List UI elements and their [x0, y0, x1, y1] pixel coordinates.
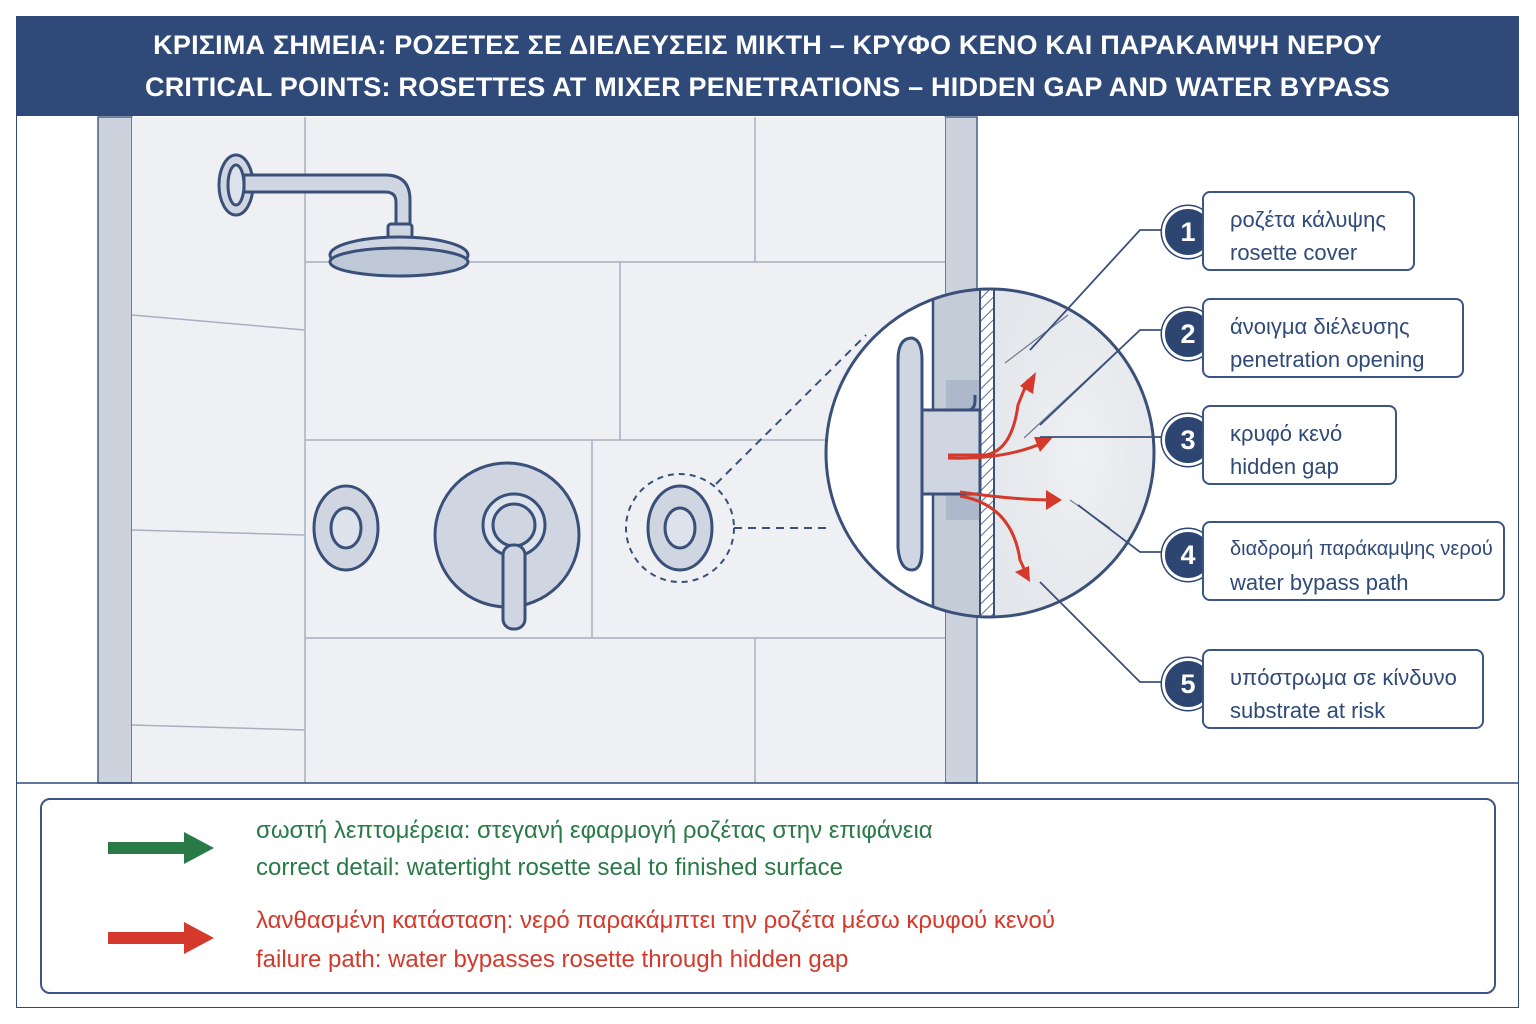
highlighted-rosette	[625, 334, 867, 583]
legend	[40, 798, 1496, 994]
green-arrow-icon	[108, 832, 214, 864]
title-banner: ΚΡΙΣΙΜΑ ΣΗΜΕΙΑ: ΡΟΖΕΤΕΣ ΣΕ ΔΙΕΛΕΥΣΕΙΣ ΜΙ…	[16, 16, 1519, 116]
callout-label-en: hidden gap	[1230, 454, 1339, 479]
callout-label-en: penetration opening	[1230, 347, 1425, 372]
legend-failure-el: λανθασμένη κατάσταση: νερό παρακάμπτει τ…	[256, 907, 1056, 934]
callout-hidden-gap: κρυφό κενό hidden gap	[1202, 405, 1397, 485]
red-arrow-icon	[108, 922, 214, 954]
tiled-wall	[16, 116, 1519, 784]
callout-label-en: substrate at risk	[1230, 698, 1386, 723]
callout-label-el: υπόστρωμα σε κίνδυνο	[1230, 665, 1457, 690]
title-greek: ΚΡΙΣΙΜΑ ΣΗΜΕΙΑ: ΡΟΖΕΤΕΣ ΣΕ ΔΙΕΛΕΥΣΕΙΣ ΜΙ…	[153, 30, 1382, 60]
callout-label-el: άνοιγμα διέλευσης	[1230, 314, 1410, 339]
callout-label-en: water bypass path	[1230, 570, 1409, 595]
title-english: CRITICAL POINTS: ROSETTES AT MIXER PENET…	[145, 72, 1390, 102]
mixer-handle-icon	[433, 461, 581, 631]
callout-penetration-opening: άνοιγμα διέλευσης penetration opening	[1202, 298, 1464, 378]
leader-lines	[1029, 229, 1163, 683]
legend-correct-en: correct detail: watertight rosette seal …	[256, 854, 843, 881]
callout-water-bypass-path: διαδρομή παράκαμψης νερού water bypass p…	[1202, 521, 1505, 601]
callout-label-en: rosette cover	[1230, 240, 1358, 265]
callout-label-el: διαδρομή παράκαμψης νερού	[1230, 538, 1493, 560]
callout-label-el: ροζέτα κάλυψης	[1230, 207, 1386, 232]
callout-rosette-cover: ροζέτα κάλυψης rosette cover	[1202, 191, 1415, 271]
callout-substrate-at-risk: υπόστρωμα σε κίνδυνο substrate at risk	[1202, 649, 1484, 729]
legend-correct-el: σωστή λεπτομέρεια: στεγανή εφαρμογή ροζέ…	[256, 817, 933, 844]
rosette-icon	[312, 484, 380, 572]
shower-head-icon	[217, 153, 470, 278]
legend-failure-en: failure path: water bypasses rosette thr…	[256, 946, 849, 973]
callout-label-el: κρυφό κενό	[1230, 421, 1343, 446]
